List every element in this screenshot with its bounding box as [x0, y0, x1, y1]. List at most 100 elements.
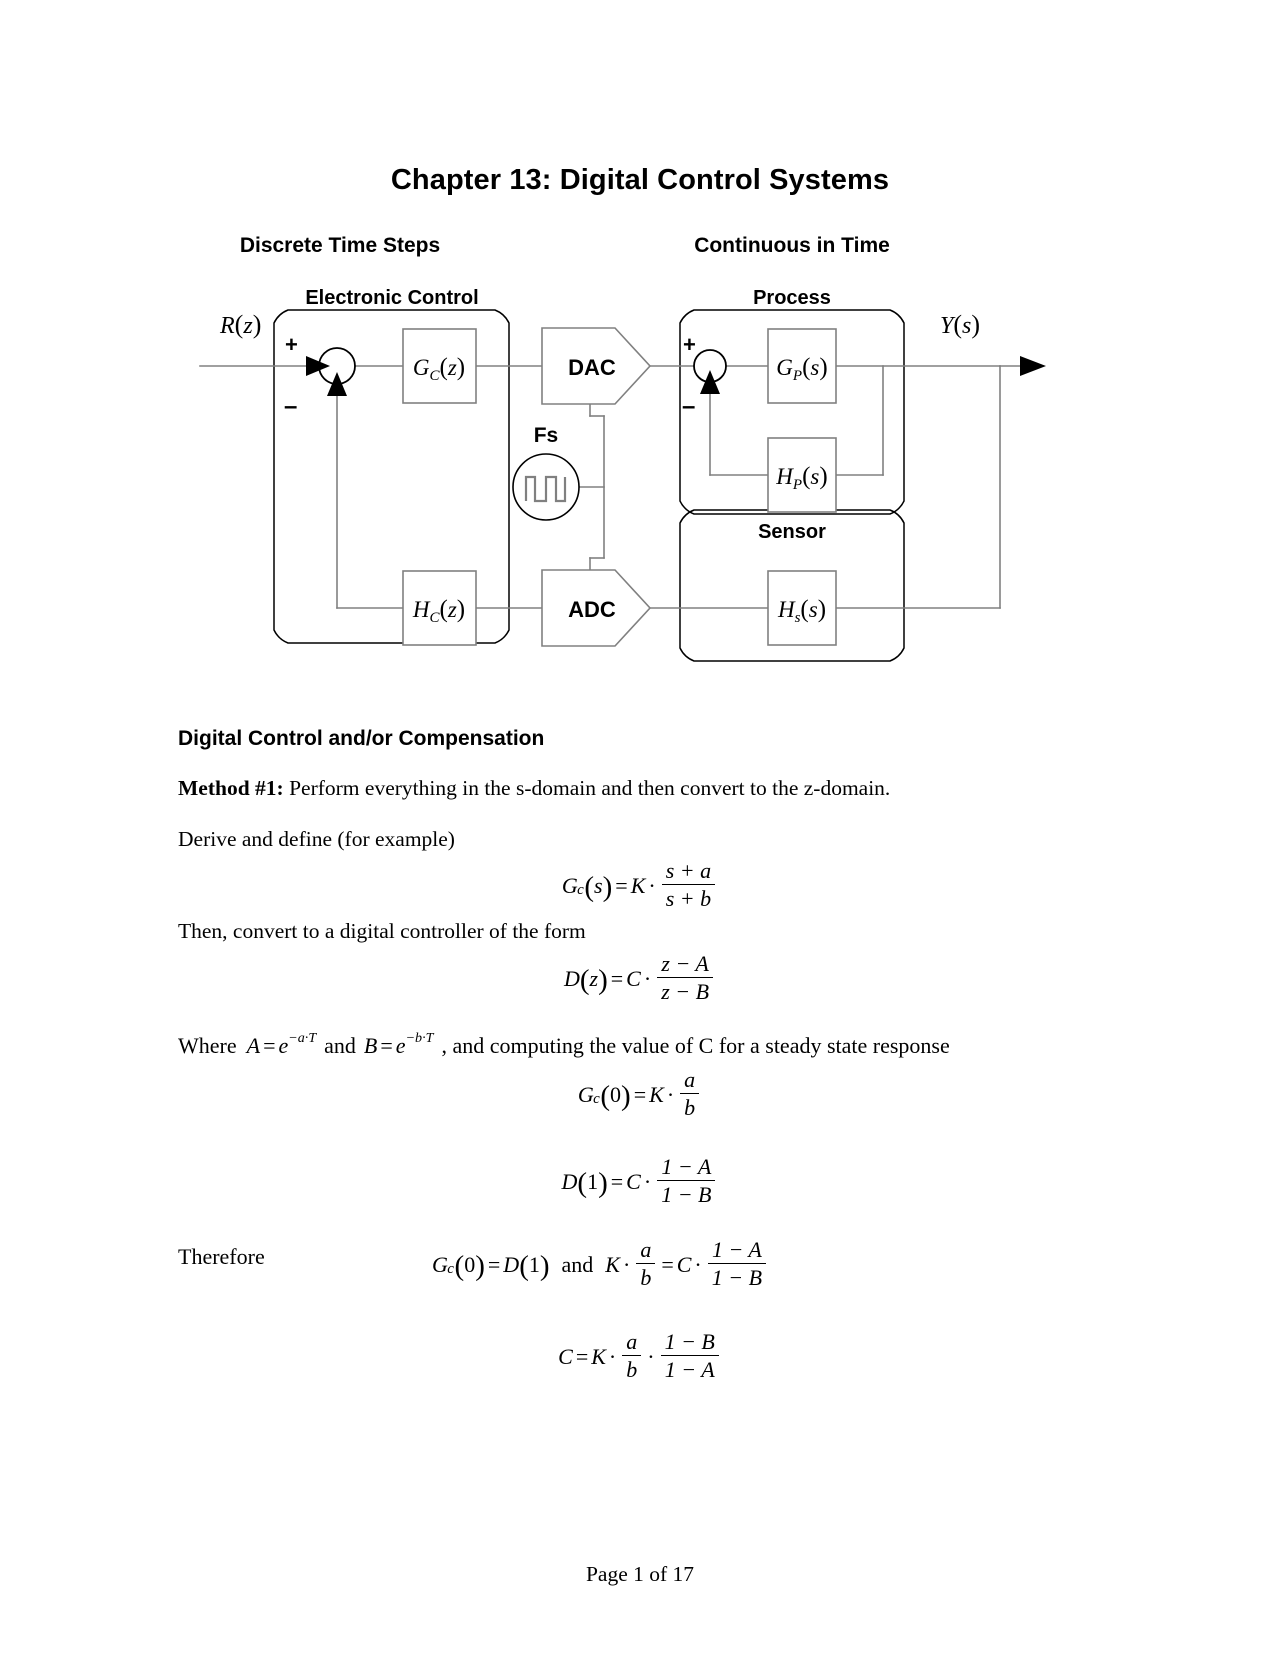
paren-close: ) — [602, 870, 613, 903]
page-footer: Page 1 of 17 — [585, 1562, 695, 1586]
therefore-gain: K — [605, 1251, 620, 1277]
method-label: Method #1: — [178, 776, 284, 800]
therefore-right-var: D — [503, 1251, 520, 1277]
therefore-frac2-num: 1 − A — [711, 1236, 762, 1262]
therefore-frac1-num: a — [640, 1236, 652, 1262]
paren-close: ) — [475, 1249, 485, 1282]
therefore-left-equals: = — [487, 1251, 501, 1277]
method-paragraph: Method #1: Perform everything in the s-d… — [178, 776, 890, 801]
gc-s-gain: K — [630, 872, 646, 898]
where-B-base: e — [395, 1033, 406, 1058]
where-line: Where A=e−a·T and B=e−b·T , and computin… — [178, 1030, 950, 1059]
c-final-lhs: C — [558, 1343, 573, 1369]
gc-s-lhs-sub: c — [577, 881, 584, 898]
method-text: Perform everything in the s-domain and t… — [283, 776, 891, 800]
where-B-var: B — [363, 1033, 378, 1058]
group-label-sensor: Sensor — [758, 521, 826, 543]
gc-s-fraction: s + a s + b — [661, 857, 716, 912]
therefore-left-var: G — [432, 1251, 448, 1277]
adc-block-label: ADC — [568, 597, 616, 622]
d-1-equals: = — [610, 1168, 624, 1194]
gc-s-dot: · — [648, 872, 656, 898]
d-z-gain: C — [626, 965, 641, 991]
therefore-line: Therefore — [178, 1244, 265, 1270]
gc-0-denominator: b — [680, 1093, 700, 1121]
paren-open: ( — [584, 870, 595, 903]
d-1-numerator: 1 − A — [661, 1153, 712, 1179]
page-title: Chapter 13: Digital Control Systems — [390, 164, 890, 196]
therefore-left-sub: c — [447, 1260, 454, 1277]
where-prefix: Where — [178, 1033, 237, 1058]
process-summer-plus-sign: + — [683, 332, 696, 357]
d-z-fraction: z − A z − B — [657, 950, 714, 1005]
gc-s-denominator: s + b — [661, 884, 716, 912]
therefore-dot-2: · — [694, 1251, 702, 1277]
where-and: and — [324, 1033, 356, 1058]
therefore-fraction-2: 1 − A 1 − B — [707, 1236, 767, 1291]
gc-0-fraction: a b — [680, 1066, 700, 1121]
paren-close: ) — [598, 963, 608, 996]
gc-0-numerator: a — [684, 1066, 696, 1092]
gc-0-lhs-arg: 0 — [610, 1081, 622, 1107]
c-final-fraction-1: a b — [622, 1328, 642, 1383]
d-1-lhs-arg: 1 — [587, 1168, 599, 1194]
paren-open: ( — [519, 1249, 529, 1282]
output-arrow-head — [1020, 356, 1046, 376]
c-final-dot-1: · — [608, 1343, 617, 1369]
paren-open: ( — [579, 963, 590, 996]
where-B-equals: = — [380, 1033, 393, 1058]
therefore-frac2-den: 1 − B — [707, 1263, 767, 1291]
d-z-equals: = — [610, 965, 624, 991]
where-A-var: A — [246, 1033, 261, 1058]
gc-0-lhs-var: G — [577, 1081, 594, 1107]
d-1-gain: C — [626, 1168, 641, 1194]
controller-block-label: GC(z) — [413, 354, 465, 384]
diagram-heading-right: Continuous in Time — [694, 234, 890, 257]
c-final-frac2-num: 1 − B — [664, 1328, 715, 1354]
therefore-right-arg: 1 — [528, 1251, 540, 1277]
c-final-gain: K — [591, 1343, 606, 1369]
paren-open: ( — [454, 1249, 465, 1282]
gc-s-equals: = — [615, 872, 628, 898]
diagram-heading-left: Discrete Time Steps — [240, 234, 440, 257]
paren-close: ) — [621, 1079, 631, 1112]
dac-block-label: DAC — [568, 355, 616, 380]
therefore-label: Therefore — [178, 1244, 265, 1269]
d-z-denominator: z − B — [657, 977, 714, 1005]
where-B-exponent: −b·T — [405, 1030, 434, 1047]
gc-0-equals: = — [633, 1081, 647, 1107]
convert-line: Then, convert to a digital controller of… — [178, 919, 586, 943]
gc-0-gain: K — [649, 1081, 664, 1107]
d-1-lhs-var: D — [561, 1168, 578, 1194]
gc-s-lhs-arg: s — [594, 872, 603, 898]
d-1-denominator: 1 − B — [657, 1180, 716, 1208]
therefore-dot-1: · — [622, 1251, 631, 1277]
sampling-clock-label: Fs — [534, 424, 559, 447]
c-final-frac2-den: 1 − A — [660, 1355, 719, 1383]
where-A-base: e — [278, 1033, 289, 1058]
therefore-c-var: C — [676, 1251, 692, 1277]
therefore-left-arg: 0 — [464, 1251, 476, 1277]
electronic-summer-minus-sign: – — [284, 393, 297, 420]
gc-0-dot: · — [666, 1081, 675, 1107]
therefore-and: and — [561, 1251, 594, 1277]
output-signal-label: Y(s) — [940, 310, 980, 339]
equation-d-1: D(1)=C· 1 − A 1 − B — [0, 1153, 1280, 1208]
d-z-numerator: z − A — [661, 950, 709, 976]
plant-feedback-block-label: HP(s) — [775, 463, 827, 493]
where-A-exponent: −a·T — [288, 1030, 317, 1047]
equation-c-final: C=K· a b · 1 − B 1 − A — [0, 1328, 1280, 1383]
derive-line: Derive and define (for example) — [178, 827, 455, 851]
group-label-process: Process — [753, 287, 831, 309]
gc-s-numerator: s + a — [665, 857, 712, 883]
paren-open: ( — [600, 1079, 611, 1112]
c-final-frac1-num: a — [626, 1328, 638, 1354]
therefore-frac1-den: b — [636, 1263, 656, 1291]
paren-open: ( — [577, 1166, 588, 1199]
paren-close: ) — [539, 1249, 550, 1282]
process-summer-minus-sign: – — [682, 393, 695, 420]
